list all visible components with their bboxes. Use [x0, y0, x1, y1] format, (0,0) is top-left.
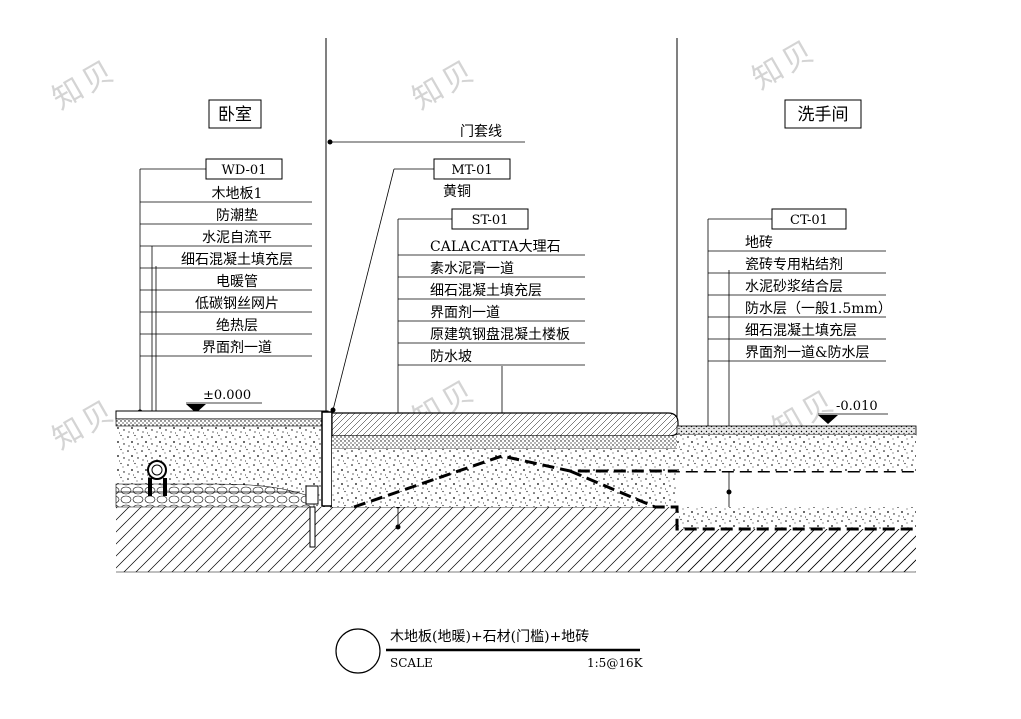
- svg-text:卧室: 卧室: [218, 105, 252, 125]
- ct-layers-0: 地砖: [745, 235, 773, 251]
- svg-text:-0.010: -0.010: [836, 399, 878, 414]
- st-layers-5: 防水坡: [430, 349, 472, 365]
- svg-text:MT-01: MT-01: [451, 163, 492, 178]
- wd-layers-6: 绝热层: [216, 318, 258, 334]
- ct-layers-1: 瓷砖专用粘结剂: [745, 257, 843, 273]
- elevation-marker-left: ±0.000: [186, 388, 262, 413]
- mt-layer-0: 黄铜: [443, 183, 471, 200]
- wd-layers-7: 界面剂一道: [202, 340, 272, 356]
- room-label-bedroom: 卧室: [208, 99, 262, 129]
- callout-wd-01: WD-01 木地板1 防潮垫水泥自流平细石混凝土填充层电暖管低碳钢丝网片绝热层界面…: [137, 158, 312, 500]
- elevation-marker-right: -0.010: [818, 399, 888, 424]
- st-layers-2: 细石混凝土填充层: [430, 283, 542, 299]
- svg-text:±0.000: ±0.000: [203, 388, 251, 403]
- watermark-1: 知贝: [407, 53, 483, 117]
- wd-layers-1: 防潮垫: [216, 208, 258, 224]
- watermark-0: 知贝: [47, 53, 123, 117]
- wd-layers-2: 水泥自流平: [202, 230, 272, 246]
- callout-mt-01: MT-01 黄铜: [330, 158, 511, 413]
- ct-layers-4: 细石混凝土填充层: [745, 323, 857, 339]
- ct-layers-5: 界面剂一道&防水层: [745, 345, 869, 361]
- svg-text:门套线: 门套线: [460, 124, 502, 140]
- svg-text:CT-01: CT-01: [790, 213, 828, 228]
- wd-layers-3: 细石混凝土填充层: [181, 252, 293, 268]
- wd-layers-5: 低碳钢丝网片: [195, 296, 279, 312]
- watermark-3: 知贝: [47, 393, 123, 457]
- svg-text:WD-01: WD-01: [222, 163, 267, 178]
- st-layers-4: 原建筑钢盘混凝土楼板: [430, 326, 570, 343]
- svg-text:木地板(地暖)+石材(门槛)+地砖: 木地板(地暖)+石材(门槛)+地砖: [390, 629, 589, 645]
- svg-text:洗手间: 洗手间: [798, 105, 849, 125]
- svg-text:1:5@16K: 1:5@16K: [587, 656, 644, 670]
- ct-layers-2: 水泥砂浆结合层: [745, 279, 843, 295]
- st-layers-3: 界面剂一道: [430, 305, 500, 321]
- wd-layers-4: 电暖管: [216, 274, 258, 290]
- svg-text:SCALE: SCALE: [390, 656, 433, 670]
- title-block: 木地板(地暖)+石材(门槛)+地砖 SCALE 1:5@16K: [335, 628, 644, 674]
- svg-text:ST-01: ST-01: [472, 213, 509, 228]
- door-frame-leader: 门套线: [327, 124, 525, 145]
- callout-st-01: ST-01 CALACATTA大理石素水泥膏一道细石混凝土填充层界面剂一道原建筑…: [395, 208, 585, 530]
- wall-lines: [325, 38, 678, 420]
- wd-layers-0: 木地板1: [212, 186, 263, 202]
- floor-section: [115, 410, 917, 573]
- ct-layers-3: 防水层（一般1.5mm）: [745, 301, 892, 317]
- room-label-washroom: 洗手间: [784, 99, 862, 129]
- st-layers-1: 素水泥膏一道: [430, 260, 514, 277]
- watermark-2: 知贝: [747, 33, 823, 97]
- st-layers-0: CALACATTA大理石: [430, 239, 561, 255]
